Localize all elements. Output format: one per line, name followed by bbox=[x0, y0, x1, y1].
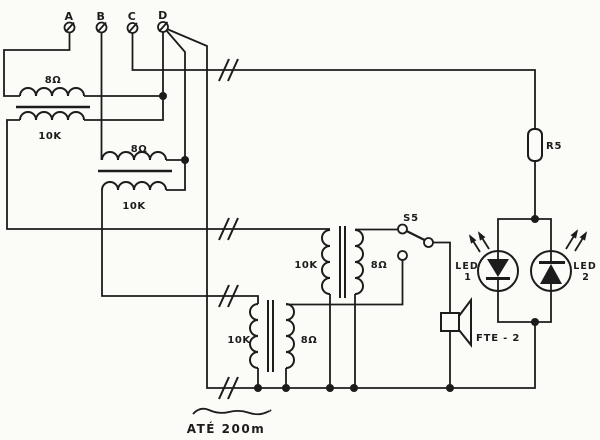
led-1 bbox=[468, 231, 519, 292]
led1-name-label: LED bbox=[455, 261, 478, 272]
s5-contact-3 bbox=[397, 250, 408, 261]
t2-8ohm-label: 8Ω bbox=[131, 144, 147, 155]
break-icon-top-line bbox=[218, 58, 239, 82]
speaker-fte2-label: FTE - 2 bbox=[476, 333, 520, 344]
terminal-b bbox=[95, 21, 108, 34]
t1-10k-coil bbox=[19, 111, 85, 121]
wire-d-branch1 bbox=[84, 32, 164, 121]
t4-8ohm-coil bbox=[285, 303, 295, 369]
distance-note-label: ATÉ 200m bbox=[187, 421, 265, 436]
led1-light-arrows-icon bbox=[468, 231, 490, 253]
terminal-c-slot bbox=[127, 22, 138, 34]
wire-layer bbox=[3, 28, 552, 389]
t4-10k-label: 10K bbox=[227, 335, 251, 346]
t3-10k-coil bbox=[321, 229, 331, 295]
terminal-b-icon bbox=[95, 21, 108, 34]
terminal-b-slot bbox=[96, 21, 107, 33]
break-icon-mid-line bbox=[218, 217, 239, 241]
distance-brace-icon bbox=[192, 407, 272, 416]
t2-10k-label: 10K bbox=[122, 201, 146, 212]
t2-8ohm-coil bbox=[101, 151, 167, 161]
t1-10k-label: 10K bbox=[38, 131, 62, 142]
junction-dot bbox=[446, 384, 454, 392]
wire-t1-10k-to-t3 bbox=[6, 119, 330, 230]
junction-dot bbox=[326, 384, 334, 392]
wire-terminal-a bbox=[3, 33, 71, 97]
speaker-driver-icon bbox=[440, 312, 460, 332]
terminal-d-icon bbox=[157, 21, 169, 33]
terminal-c bbox=[126, 22, 139, 34]
t3-10k-label: 10K bbox=[294, 260, 318, 271]
wire-d-branch3-rail bbox=[166, 28, 536, 389]
speaker-fte2 bbox=[440, 297, 472, 348]
wire-t2-10k-to-t4 bbox=[101, 190, 259, 304]
break-icon-rail bbox=[218, 376, 239, 400]
terminals-group bbox=[63, 21, 169, 34]
t4-8ohm-label: 8Ω bbox=[301, 335, 317, 346]
labels: A B C D 8Ω 10K 8Ω 10K 10K 8Ω 10K 8Ω S5 R… bbox=[38, 9, 596, 436]
wire-led-top bbox=[497, 218, 552, 251]
junction-dot bbox=[531, 215, 539, 223]
line-break-marks bbox=[218, 58, 239, 400]
wire-terminal-c-topline bbox=[131, 33, 536, 129]
speaker-cone-icon bbox=[458, 297, 472, 348]
junction-dot bbox=[350, 384, 358, 392]
junction-dot bbox=[159, 92, 167, 100]
s5-contact-1 bbox=[397, 223, 408, 235]
t4-10k-coil bbox=[249, 303, 259, 369]
t2-10k-coil bbox=[101, 181, 167, 191]
junction-dot bbox=[282, 384, 290, 392]
terminal-b-label: B bbox=[97, 10, 106, 23]
terminal-a-label: A bbox=[64, 10, 73, 23]
terminal-a-icon bbox=[63, 21, 76, 34]
t3-8ohm-coil bbox=[354, 229, 364, 295]
led-2 bbox=[530, 229, 588, 292]
led2-name-label: LED bbox=[573, 261, 596, 272]
s5-contact-2 bbox=[423, 237, 434, 248]
junction-dot bbox=[254, 384, 262, 392]
t3-8ohm-label: 8Ω bbox=[371, 260, 387, 271]
wire-d-branch2 bbox=[165, 29, 186, 191]
coil-layer bbox=[16, 87, 364, 372]
terminal-d-label: D bbox=[158, 9, 168, 22]
terminal-d-slot bbox=[158, 21, 169, 33]
t3-core bbox=[339, 226, 346, 298]
led2-anode-triangle bbox=[540, 264, 562, 284]
terminal-d bbox=[157, 21, 169, 33]
led1-anode-triangle bbox=[487, 259, 509, 277]
junction-dot bbox=[531, 318, 539, 326]
terminal-c-label: C bbox=[128, 10, 137, 23]
switch-s5-label: S5 bbox=[403, 213, 419, 224]
resistor-r5-label: R5 bbox=[546, 141, 562, 152]
t1-8ohm-coil bbox=[19, 87, 85, 97]
terminal-a bbox=[63, 21, 76, 34]
t4-core bbox=[267, 300, 274, 372]
terminal-c-icon bbox=[126, 22, 139, 34]
junction-dot bbox=[181, 156, 189, 164]
terminal-a-slot bbox=[64, 21, 75, 33]
led2-number-label: 2 bbox=[582, 272, 590, 283]
led1-number-label: 1 bbox=[464, 272, 472, 283]
wire-s5-to-speaker bbox=[433, 241, 451, 313]
switch-s5 bbox=[397, 223, 434, 261]
break-icon-lower-line bbox=[218, 284, 239, 308]
junction-dots bbox=[159, 92, 539, 392]
led2-light-arrows-icon bbox=[565, 229, 588, 252]
wire-s5-to-t4 bbox=[286, 260, 404, 306]
resistor-r5-body bbox=[527, 128, 543, 162]
t1-8ohm-label: 8Ω bbox=[45, 75, 61, 86]
s5-lever bbox=[406, 230, 425, 241]
wire-led-bottom bbox=[497, 291, 552, 323]
